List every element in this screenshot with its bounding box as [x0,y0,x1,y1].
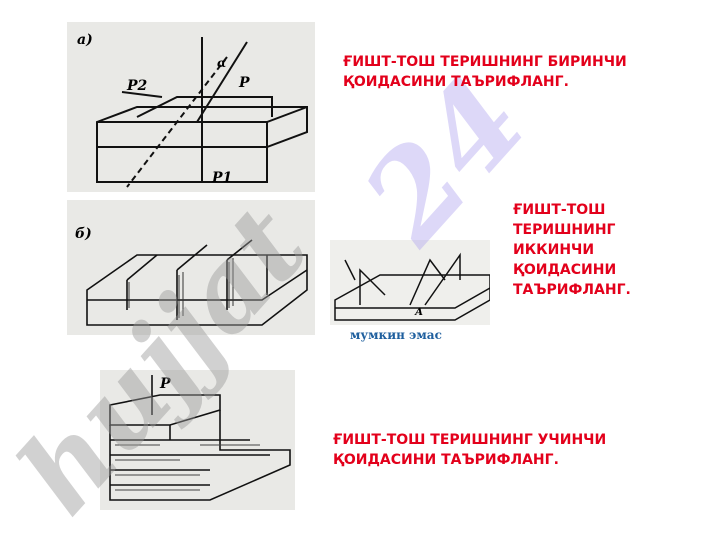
question-first-rule: ҒИШТ-ТОШ ТЕРИШНИНГ БИРИНЧИ ҚОИДАСИНИ ТАЪ… [343,54,627,90]
force-p-top-label: P [159,376,171,392]
figure-wrong-joints: А [330,240,491,325]
question-third-rule: ҒИШТ-ТОШ ТЕРИШНИНГ УЧИНЧИ ҚОИДАСИНИ ТАЪР… [333,432,607,468]
alpha-label: α [217,56,226,70]
figure-a-drawing: а) α P P2 P1 [77,32,308,188]
q2-line: ТЕРИШНИНГ [513,222,616,238]
question-second-rule: ҒИШТ-ТОШ ТЕРИШНИНГ ИККИНЧИ ҚОИДАСИНИ ТАЪ… [513,200,631,300]
q2-line: ИККИНЧИ [513,242,595,258]
figure-b-brick-joints: б) [67,200,315,335]
figure-b-drawing: б) [75,226,308,326]
q2-line: ҒИШТ-ТОШ [513,202,606,218]
point-a-label: А [414,307,423,318]
q2-line: ТАЪРИФЛАНГ. [513,282,631,298]
force-p-label: P [238,75,250,91]
force-p2-label: P2 [126,78,148,94]
figure-stack-drawing: P [109,375,291,501]
force-p1-label: P1 [211,170,232,186]
figure-a-brick-load: а) α P P2 P1 [67,22,315,192]
figure-wrong-drawing: А [334,252,491,321]
not-allowed-caption: мумкин эмас [350,328,442,342]
q2-line: ҚОИДАСИНИ [513,262,617,278]
figure-brick-stack: P [100,370,295,510]
figure-a-label: а) [77,32,93,48]
figure-b-label: б) [75,226,92,242]
